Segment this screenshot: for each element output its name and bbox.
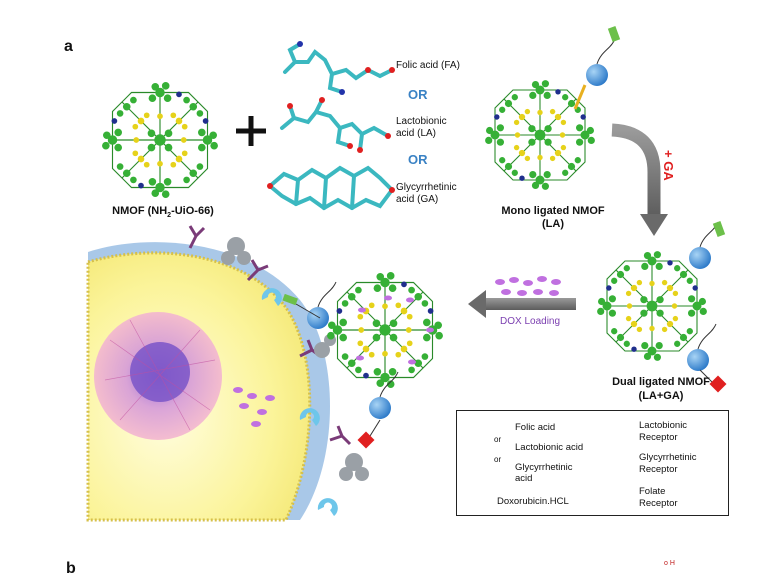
folate-receptor xyxy=(188,225,352,446)
legend-folic-acid: Folic acid xyxy=(515,422,556,433)
legend-box xyxy=(456,410,729,516)
panel-letter-a: a xyxy=(64,38,73,55)
dox-loaded-nmof xyxy=(326,271,444,389)
legend-glyc-receptor-2: Receptor xyxy=(639,464,678,475)
mono-ligated-label-1: Mono ligated NMOF xyxy=(501,205,605,217)
dox-loading-label: DOX Loading xyxy=(500,316,561,327)
mono-ligated-label-2: (LA) xyxy=(542,218,564,230)
folic-acid-molecule xyxy=(283,42,394,94)
or-label-1: OR xyxy=(408,87,428,102)
dox-in-cell xyxy=(233,387,275,427)
glycyrrhetinic-acid-molecule xyxy=(266,165,395,211)
mono-ligated-nmof xyxy=(484,79,596,191)
nmof-label: NMOF (NH2-UiO-66) xyxy=(112,205,214,220)
nmof-structure xyxy=(101,81,219,199)
legend-glycyrrhetinic-1: Glycyrrhetinic xyxy=(515,462,573,473)
dual-ligated-label-2: (LA+GA) xyxy=(638,390,684,402)
legend-folate-receptor-1: Folate xyxy=(639,486,666,497)
plus-ga-label: + GA xyxy=(661,150,676,181)
dual-ligated-nmof xyxy=(596,250,708,362)
ga-addition-arrow xyxy=(611,123,668,236)
dox-loading-arrow xyxy=(468,290,576,318)
plus-sign xyxy=(236,116,266,146)
dox-molecules-above-arrow xyxy=(495,276,561,296)
legend-doxorubicin: Doxorubicin.HCL xyxy=(497,496,569,507)
legend-folate-receptor-2: Receptor xyxy=(639,498,678,509)
lactobionic-label-2: acid (LA) xyxy=(396,128,437,139)
dual-ligated-label-1: Dual ligated NMOF xyxy=(612,376,710,388)
cancer-cell xyxy=(86,242,330,522)
glycyrrhetinic-label-1: Glycyrrhetinic xyxy=(396,182,457,193)
lactobionic-acid-molecule xyxy=(280,98,390,152)
legend-or-b: or xyxy=(494,455,502,464)
legend-lacto-receptor-2: Receptor xyxy=(639,432,678,443)
lactobionic-receptor xyxy=(221,237,369,481)
legend-glycyrrhetinic-2: acid xyxy=(515,473,533,484)
or-label-2: OR xyxy=(408,152,428,167)
corner-fragment: o H xyxy=(664,560,675,567)
glycyrrhetinic-receptor xyxy=(261,288,338,516)
panel-letter-b: b xyxy=(66,560,76,577)
legend-lacto-receptor-1: Lactobionic xyxy=(639,420,688,431)
legend-glyc-receptor-1: Glycyrrhetinic xyxy=(639,452,697,463)
folic-acid-label: Folic acid (FA) xyxy=(396,60,460,71)
mono-ligand xyxy=(573,26,621,110)
lactobionic-label-1: Lactobionic xyxy=(396,116,447,127)
legend-or-a: or xyxy=(494,435,502,444)
legend-lactobionic-acid: Lactobionic acid xyxy=(515,442,584,453)
glycyrrhetinic-label-2: acid (GA) xyxy=(396,194,439,205)
